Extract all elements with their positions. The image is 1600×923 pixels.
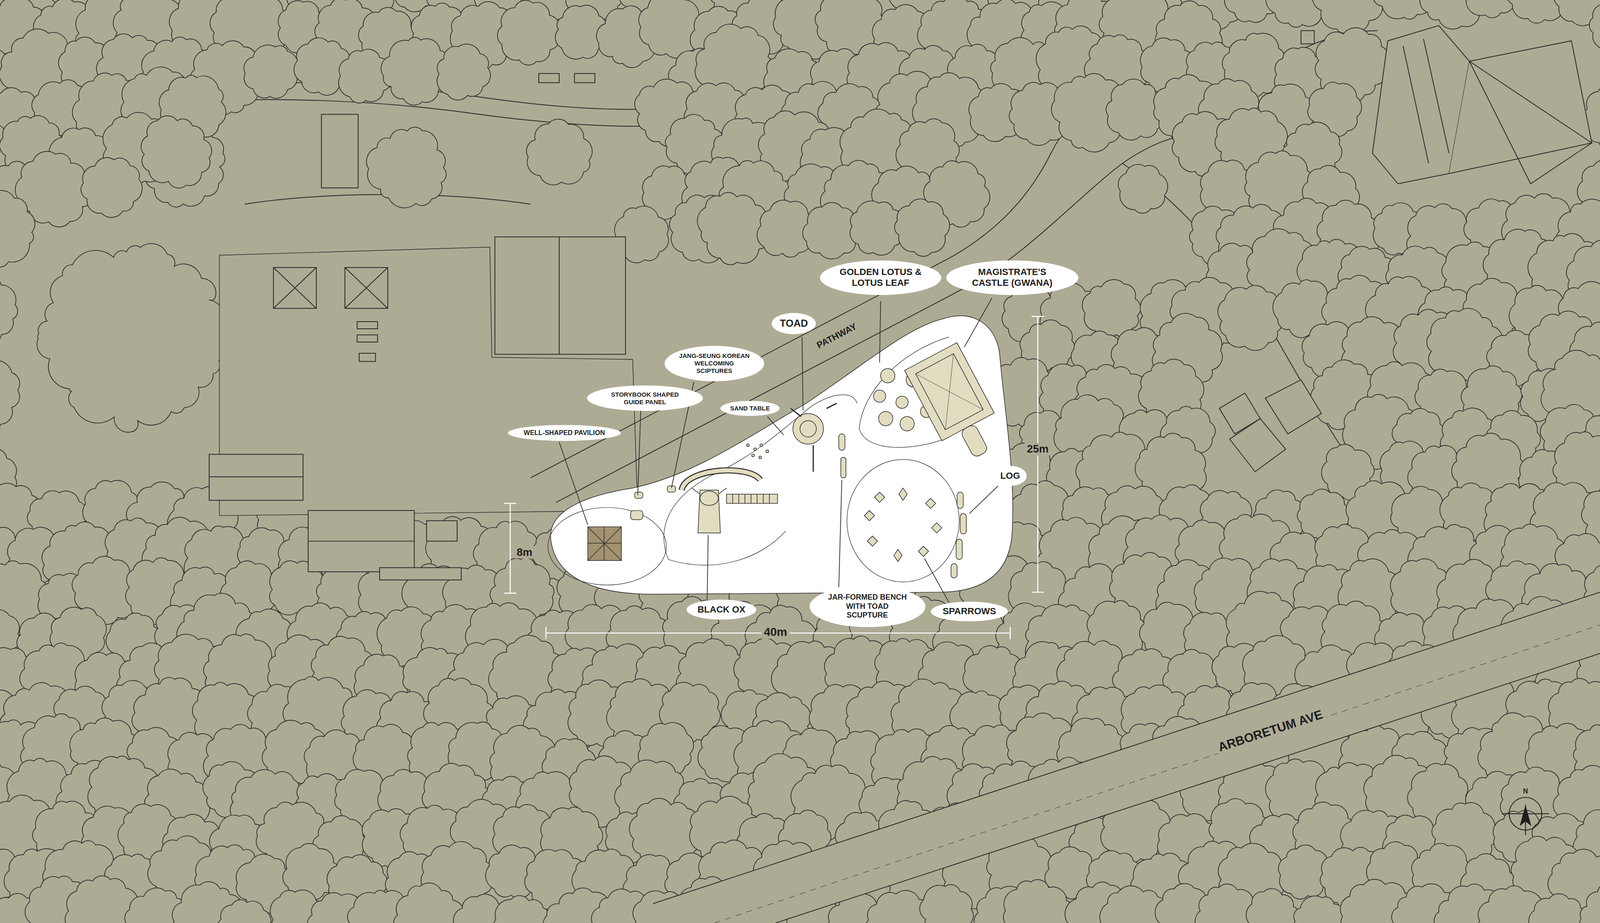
callout-label: SPARROWS bbox=[930, 601, 1008, 622]
callout-label: BLACK OX bbox=[686, 599, 757, 620]
label-text: JANG-SEUNG KOREAN WELCOMING SCIPTURES bbox=[678, 352, 750, 375]
avenue bbox=[652, 592, 1600, 923]
tree bbox=[1246, 888, 1301, 923]
label-text: SAND TABLE bbox=[730, 404, 770, 413]
tree bbox=[1528, 893, 1588, 923]
tree bbox=[894, 198, 950, 257]
tree bbox=[0, 190, 35, 268]
callout-label: LOG bbox=[993, 465, 1028, 486]
callout-label: MAGISTRATE'S CASTLE (GWANA) bbox=[946, 260, 1079, 295]
label-body: JAR-FORMED BENCH WITH TOAD SCUPTURE bbox=[825, 592, 910, 620]
label-body: TOAD bbox=[780, 317, 809, 330]
callout-label: STORYBOOK SHAPED GUIDE PANEL bbox=[587, 385, 703, 411]
callout-label: JAR-FORMED BENCH WITH TOAD SCUPTURE bbox=[809, 585, 926, 628]
label-body: BLACK OX bbox=[697, 604, 746, 615]
tree bbox=[141, 115, 212, 188]
label-body: GOLDEN LOTUS & LOTUS LEAF bbox=[836, 266, 925, 289]
tree bbox=[37, 243, 232, 433]
callout-label: TOAD bbox=[771, 312, 816, 335]
label-text: GOLDEN LOTUS & LOTUS LEAF bbox=[836, 266, 925, 289]
tree bbox=[1589, 0, 1600, 55]
callout-label: WELL-SHAPED PAVILION bbox=[507, 425, 621, 441]
label-text: SPARROWS bbox=[942, 605, 997, 617]
tree bbox=[1003, 879, 1073, 923]
callout-label: GOLDEN LOTUS & LOTUS LEAF bbox=[820, 260, 942, 295]
label-body: WELL-SHAPED PAVILION bbox=[523, 428, 605, 437]
north-arrow bbox=[1502, 797, 1550, 836]
label-text: LOG bbox=[1000, 470, 1021, 482]
street-name: ARBORETUM AVE bbox=[1213, 706, 1327, 756]
label-text: TOAD bbox=[780, 317, 809, 330]
tree bbox=[0, 357, 20, 431]
dimension-label: 8m bbox=[514, 546, 535, 559]
dimension-label: 25m bbox=[1024, 442, 1052, 456]
tree bbox=[638, 0, 703, 58]
tree bbox=[366, 127, 447, 208]
tree bbox=[1312, 0, 1388, 33]
tree bbox=[1579, 882, 1600, 923]
label-text: BLACK OX bbox=[697, 604, 746, 615]
roads bbox=[0, 30, 1409, 491]
tree bbox=[1118, 164, 1168, 214]
label-body: STORYBOOK SHAPED GUIDE PANEL bbox=[603, 390, 687, 406]
label-body: MAGISTRATE'S CASTLE (GWANA) bbox=[964, 266, 1060, 289]
tree bbox=[243, 45, 299, 99]
dimension-label: 40m bbox=[761, 625, 790, 639]
playground-site bbox=[550, 315, 1013, 595]
tree bbox=[1217, 285, 1285, 351]
tree bbox=[526, 119, 593, 185]
tree bbox=[919, 884, 974, 923]
tree bbox=[493, 895, 550, 923]
leader-lines bbox=[559, 297, 998, 603]
label-text: WELL-SHAPED PAVILION bbox=[523, 428, 605, 437]
label-text: STORYBOOK SHAPED GUIDE PANEL bbox=[603, 390, 687, 406]
label-text: MAGISTRATE'S CASTLE (GWANA) bbox=[964, 266, 1060, 289]
zone-outlines bbox=[547, 337, 960, 585]
label-body: LOG bbox=[1000, 470, 1021, 482]
tree bbox=[80, 157, 143, 218]
label-body: JANG-SEUNG KOREAN WELCOMING SCIPTURES bbox=[678, 352, 750, 375]
tree bbox=[217, 899, 271, 923]
dimension-lines bbox=[504, 316, 1045, 640]
callout-label: SAND TABLE bbox=[720, 400, 780, 416]
north-label: N bbox=[1520, 787, 1531, 795]
buildings bbox=[209, 25, 1592, 580]
label-body: SPARROWS bbox=[942, 605, 997, 617]
tree bbox=[437, 44, 491, 100]
tree bbox=[0, 275, 18, 345]
play-features bbox=[587, 342, 1009, 578]
pathway-label: PATHWAY bbox=[812, 320, 861, 353]
label-body: SAND TABLE bbox=[730, 404, 770, 413]
tree bbox=[1293, 895, 1348, 923]
tree bbox=[497, 0, 560, 65]
callout-label: JANG-SEUNG KOREAN WELCOMING SCIPTURES bbox=[664, 345, 765, 382]
label-text: JAR-FORMED BENCH WITH TOAD SCUPTURE bbox=[825, 592, 910, 620]
